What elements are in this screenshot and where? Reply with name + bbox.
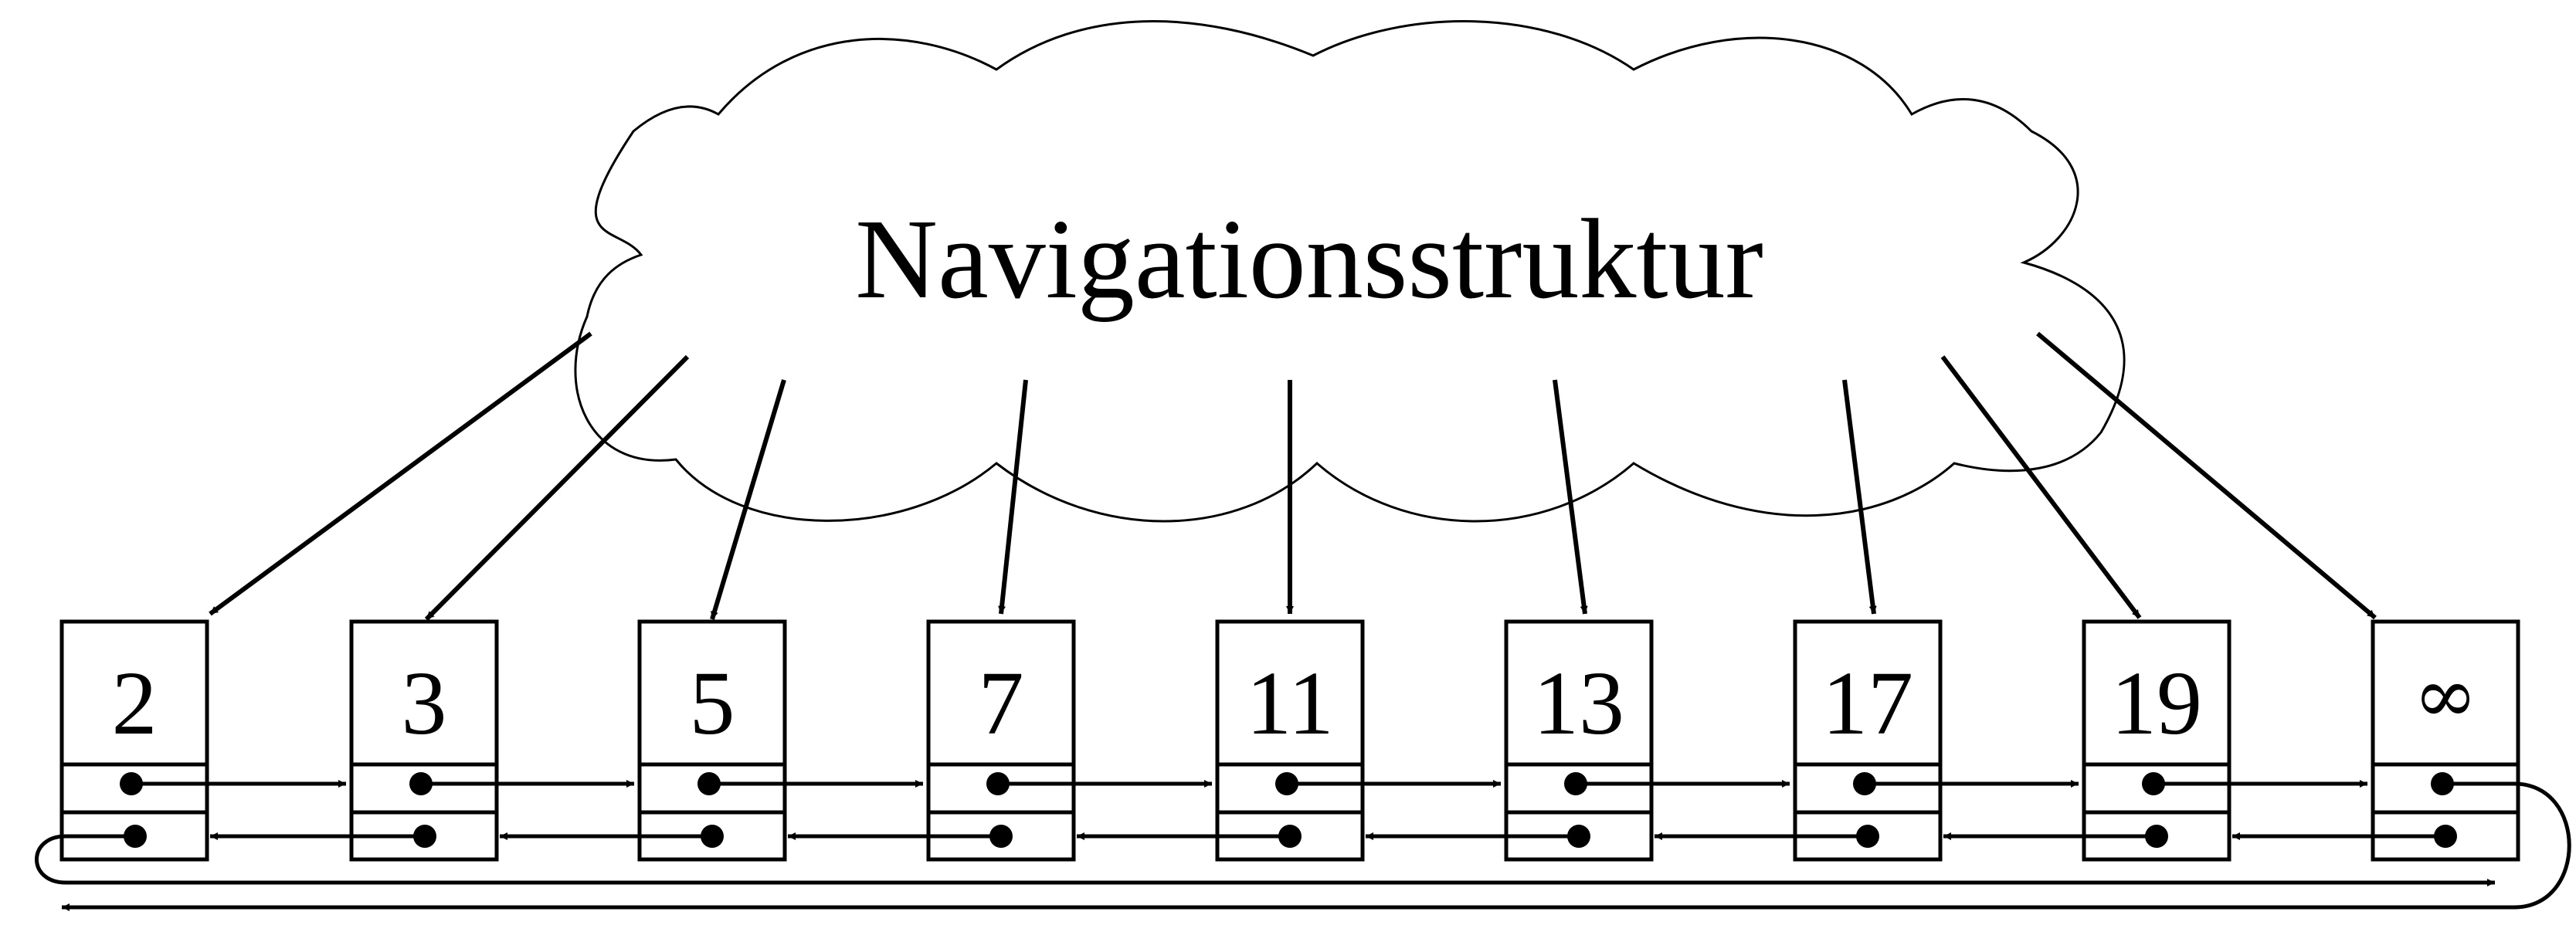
list-node-19: 19 [2082,619,2232,862]
list-node-3: 3 [349,619,499,862]
list-node-17: 17 [1793,619,1943,862]
node-box [926,619,1076,862]
list-node-inf: ∞ [2371,619,2520,862]
node-box [1504,619,1654,862]
prev-wrap-arrow [35,834,2495,886]
node-key: 7 [979,652,1024,754]
prev-pointers [35,825,2495,886]
node-box [59,619,209,862]
list-node-11: 11 [1215,619,1365,862]
node-key: 19 [2111,652,2202,754]
node-box [1215,619,1365,862]
navigation-structure-cloud: Navigationsstruktur [574,20,2126,523]
next-wrap-arrow [62,781,2571,911]
nav-pointer-inf [2036,331,2377,620]
list-nodes: 2 3 5 7 11 [59,619,2520,862]
cloud-title: Navigationsstruktur [855,196,1763,323]
node-box [2371,619,2520,862]
node-key: 3 [402,652,447,754]
node-key: ∞ [2413,650,2477,741]
node-key: 13 [1533,652,1624,754]
node-box [349,619,499,862]
nav-pointer-13 [1553,379,1588,615]
navigation-pointers [209,331,2377,622]
list-node-5: 5 [637,619,787,862]
node-key: 2 [112,652,158,754]
list-node-7: 7 [926,619,1076,862]
node-box [2082,619,2232,862]
nav-pointer-5 [710,379,786,620]
node-box [637,619,787,862]
nav-pointer-2 [209,331,592,616]
next-pointers [62,772,2571,911]
cloud-outline [574,20,2126,523]
list-node-2: 2 [59,619,209,862]
nav-pointer-3 [424,354,690,622]
node-box [1793,619,1943,862]
node-key: 5 [690,652,735,754]
nav-pointer-19 [1940,355,2142,619]
list-node-13: 13 [1504,619,1654,862]
nav-pointer-7 [998,379,1028,615]
node-key: 11 [1246,652,1334,754]
node-key: 17 [1822,652,1913,754]
nav-pointer-17 [1842,379,1877,615]
